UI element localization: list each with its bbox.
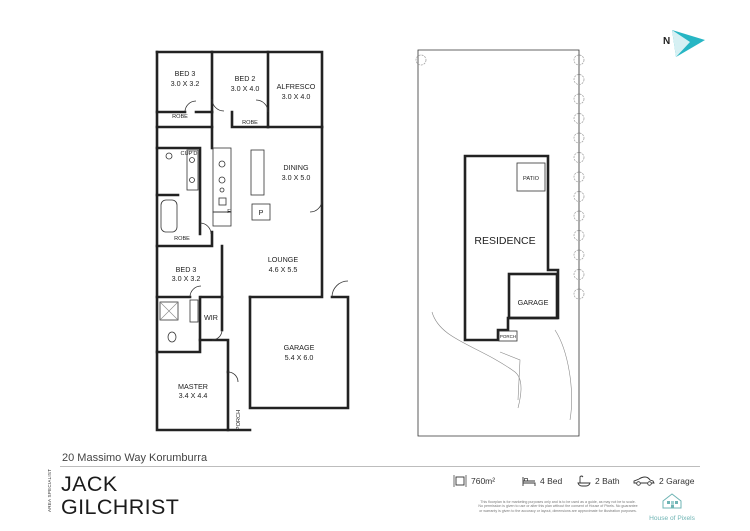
toilet-icon	[167, 331, 177, 343]
vanity	[186, 149, 199, 191]
room-label-bed2: BED 2	[235, 74, 256, 83]
pantry	[251, 203, 271, 221]
car-icon	[633, 476, 655, 486]
kitchen-island	[250, 149, 265, 196]
bath-icon	[577, 475, 591, 487]
property-address: 20 Massimo Way Korumburra	[62, 452, 208, 464]
stat-garage-value: 2 Garage	[659, 476, 695, 486]
house-of-pixels-icon	[662, 493, 682, 509]
stat-bath-value: 2 Bath	[595, 476, 620, 486]
stat-bath: 2 Bath	[577, 474, 620, 488]
room-size-master: 3.4 X 4.4	[179, 391, 208, 400]
agent-first-name: JACK	[61, 472, 118, 496]
bed-icon	[522, 477, 536, 486]
compass: N	[663, 30, 705, 57]
brand-logo: House of Pixels	[644, 493, 700, 522]
site-garage-label: GARAGE	[518, 298, 549, 307]
floor-plan-walls	[155, 50, 350, 432]
tree-icon	[573, 230, 585, 241]
pantry-label: P	[259, 208, 264, 217]
room-label-lounge: LOUNGE	[268, 255, 299, 264]
room-size-lounge: 4.6 X 5.5	[269, 265, 298, 274]
robe-label: ROBE	[172, 114, 188, 120]
room-labels: BED 3 3.0 X 3.2 BED 2 3.0 X 4.0 ALFRESCO…	[171, 69, 316, 430]
tree-icon	[573, 288, 585, 300]
fridge-label: F	[227, 209, 231, 215]
tree-icon	[573, 74, 585, 85]
tree-icon	[573, 249, 585, 261]
north-label: N	[663, 36, 670, 47]
room-size-dining: 3.0 X 5.0	[282, 173, 311, 182]
tree-icon	[573, 269, 585, 280]
residence-label: RESIDENCE	[474, 235, 535, 247]
tree-icon	[573, 93, 585, 105]
footer-divider	[60, 466, 700, 467]
robe-label: ROBE	[174, 236, 190, 242]
room-label-master: MASTER	[178, 382, 208, 391]
door-swings	[184, 98, 349, 383]
tree-icon	[573, 152, 585, 163]
site-patio	[516, 162, 546, 192]
trees	[415, 54, 585, 300]
disclaimer: This floorplan is for marketing purposes…	[478, 500, 638, 513]
room-label-dining: DINING	[283, 163, 309, 172]
site-plan: RESIDENCE PATIO GARAGE PORCH	[415, 49, 585, 437]
robe-label: ROBE	[242, 120, 258, 126]
room-label-alfresco: ALFRESCO	[277, 82, 316, 91]
site-porch	[498, 330, 518, 342]
tree-icon	[573, 113, 585, 124]
agent-last-name: GILCHRIST	[61, 495, 180, 519]
shower	[159, 301, 179, 321]
wir-label: WIR	[204, 313, 218, 322]
bathroom-fittings	[159, 149, 199, 343]
room-size-alfresco: 3.0 X 4.0	[282, 92, 311, 101]
tree-icon	[573, 132, 585, 144]
room-size-bed2: 3.0 X 4.0	[231, 84, 260, 93]
room-size-garage: 5.4 X 6.0	[285, 353, 314, 362]
room-label-bed3-top: BED 3	[175, 69, 196, 78]
tree-icon	[573, 171, 585, 183]
room-label-bed3-bottom: BED 3	[176, 265, 197, 274]
porch-label: PORCH	[236, 410, 242, 430]
kitchen-fittings	[212, 147, 271, 227]
room-size-bed3-top: 3.0 X 3.2	[171, 79, 200, 88]
site-boundary	[417, 49, 580, 437]
fridge-space	[212, 211, 232, 227]
land-size-icon	[453, 475, 467, 487]
tree-icon	[573, 191, 585, 202]
kitchen-bench	[212, 147, 232, 213]
bath-icon	[160, 199, 178, 233]
tree-icon	[415, 54, 427, 66]
brand-name: House of Pixels	[649, 515, 695, 522]
tree-icon	[573, 210, 585, 222]
residence-outline	[463, 154, 560, 342]
agent-name: JACK GILCHRIST	[61, 473, 179, 519]
stat-garage: 2 Garage	[633, 474, 694, 488]
stat-land-value: 760m²	[471, 476, 496, 486]
site-porch-label: PORCH	[500, 334, 516, 339]
stat-bed-value: 4 Bed	[540, 476, 563, 486]
stat-land: 760m²	[453, 474, 495, 488]
patio-label: PATIO	[523, 176, 540, 182]
agent-tag-text: AREA SPECIALIST	[47, 468, 52, 512]
cupboard-label: CUP'D	[181, 151, 198, 157]
site-garage	[507, 272, 559, 320]
room-size-bed3-bottom: 3.0 X 3.2	[172, 274, 201, 283]
tree-icon	[573, 54, 585, 66]
stat-bed: 4 Bed	[522, 474, 562, 488]
toilet-icon	[165, 152, 173, 160]
room-label-garage: GARAGE	[284, 343, 315, 352]
